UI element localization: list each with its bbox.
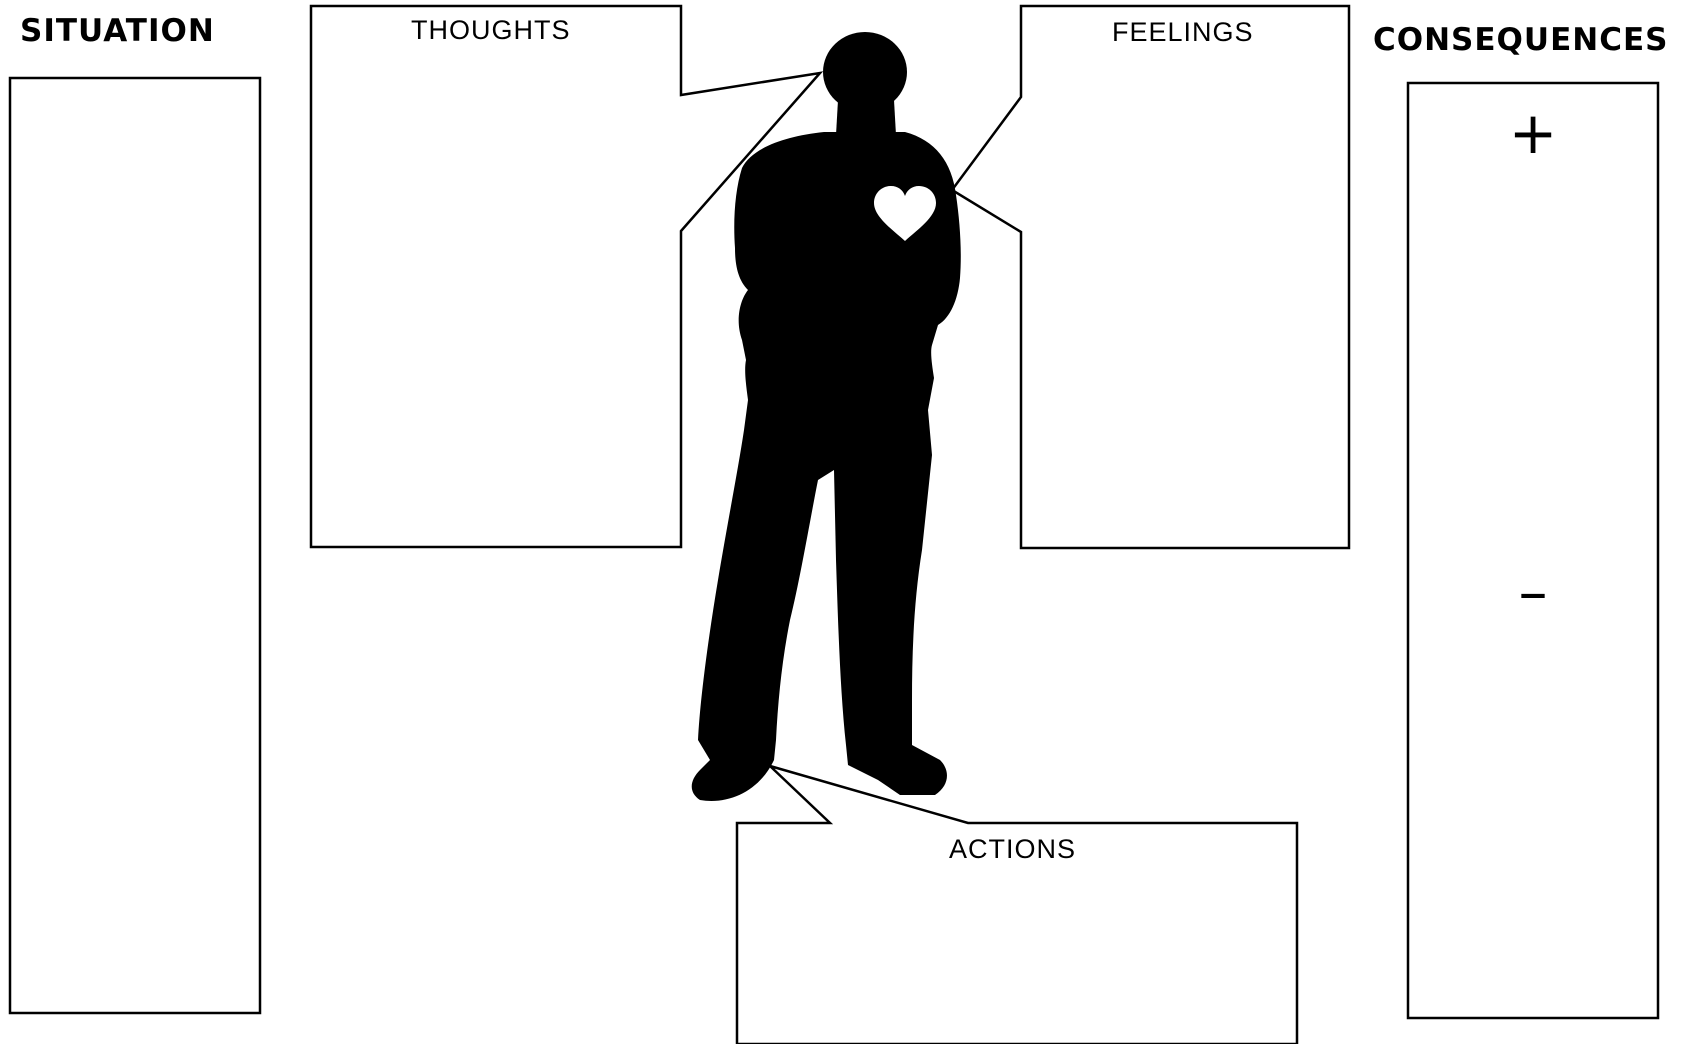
thoughts-label: THOUGHTS — [411, 17, 571, 44]
consequences-label: CONSEQUENCES — [1373, 25, 1668, 56]
consequences-box[interactable] — [1408, 83, 1658, 1018]
actions-label: ACTIONS — [949, 836, 1076, 863]
positive-consequence-sign: + — [1493, 104, 1573, 162]
feelings-label: FEELINGS — [1112, 19, 1254, 46]
negative-consequence-sign: – — [1493, 563, 1573, 621]
situation-label: SITUATION — [20, 16, 215, 47]
actions-box[interactable] — [737, 766, 1297, 1044]
feelings-box[interactable] — [952, 6, 1349, 548]
situation-box[interactable] — [10, 78, 260, 1013]
